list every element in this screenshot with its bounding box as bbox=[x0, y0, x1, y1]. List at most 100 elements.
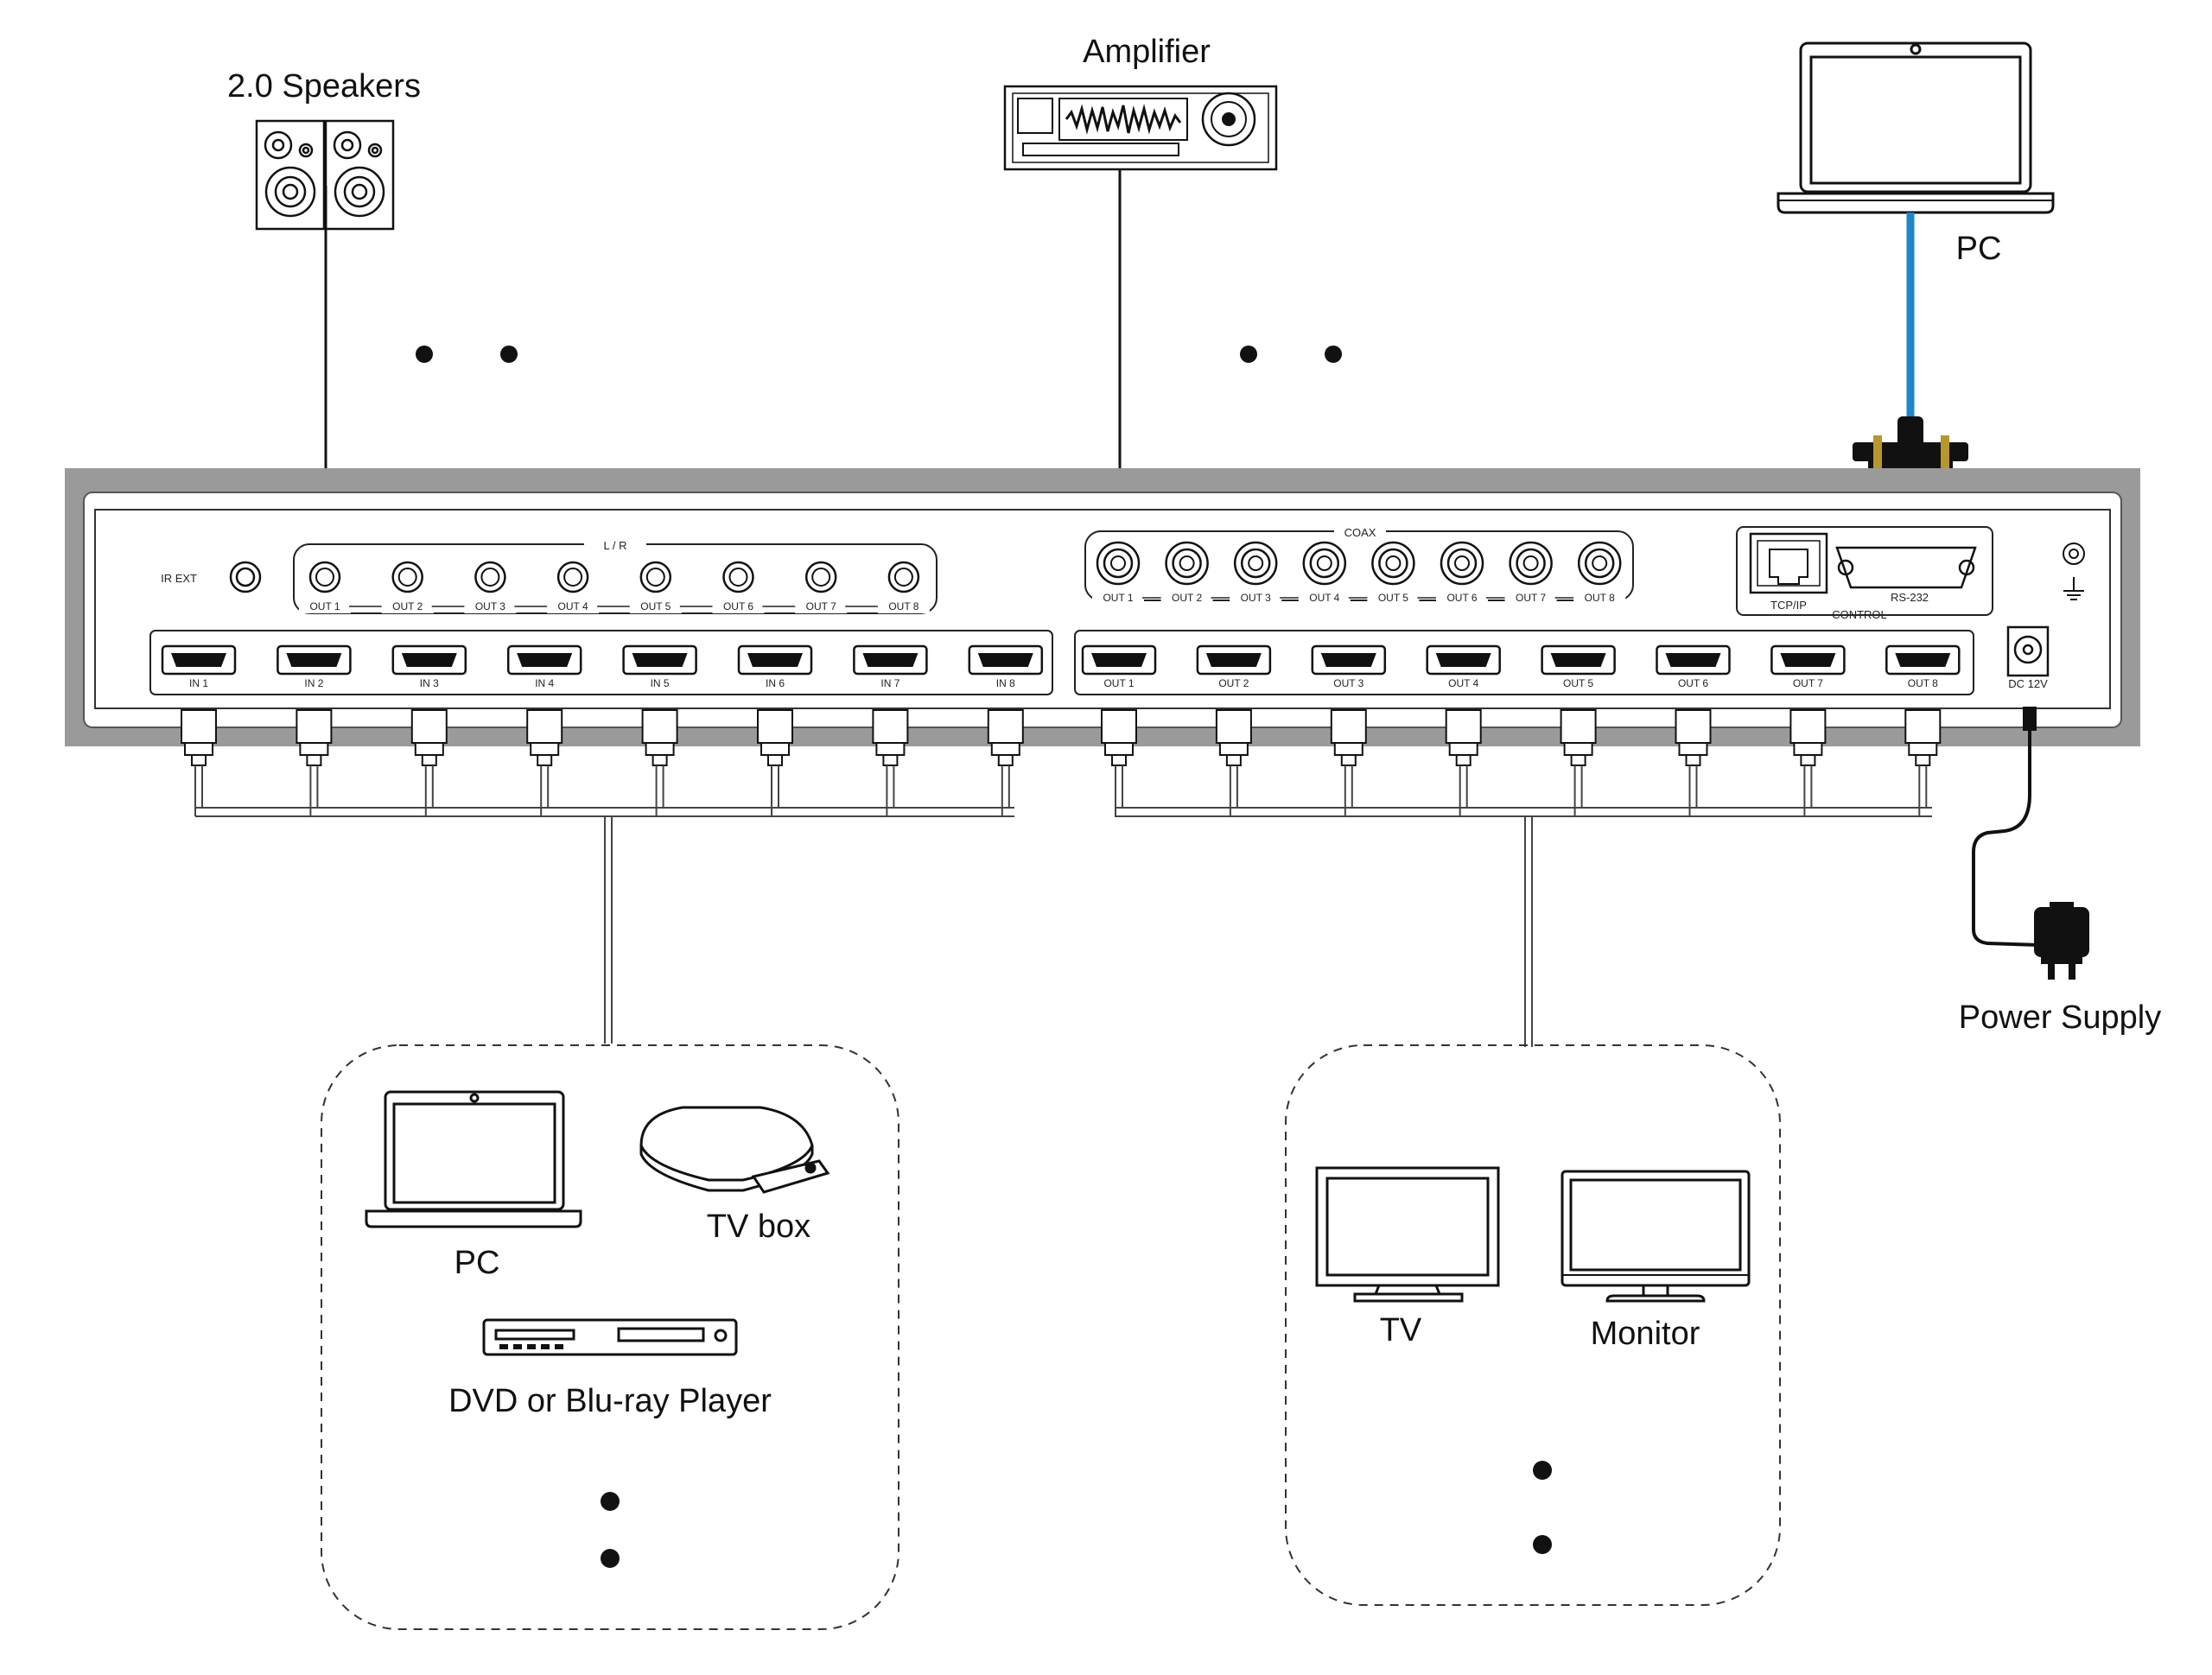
rs232-label: RS-232 bbox=[1891, 591, 1929, 604]
amplifier-icon bbox=[1003, 85, 1278, 171]
hdmi-input-port-label: IN 1 bbox=[189, 677, 208, 689]
hdmi-input-port-label: IN 5 bbox=[651, 677, 670, 689]
hdmi-output-port bbox=[1770, 644, 1846, 676]
lr-out-label: OUT 1 bbox=[309, 600, 340, 612]
control-label: CONTROL bbox=[1832, 608, 1887, 621]
hdmi-cable bbox=[1789, 709, 1827, 816]
dc-label: DC 12V bbox=[2008, 677, 2048, 690]
coax-out-label: OUT 5 bbox=[1378, 592, 1408, 604]
hdmi-output-port-label: OUT 4 bbox=[1448, 677, 1478, 689]
hdmi-input-port bbox=[737, 644, 813, 676]
monitor-icon bbox=[1560, 1170, 1751, 1303]
coax-group-label: COAX bbox=[1344, 526, 1376, 539]
lr-audio-port bbox=[804, 561, 837, 593]
hdmi-cable bbox=[1101, 709, 1137, 816]
tcpip-label: TCP/IP bbox=[1770, 599, 1807, 612]
hdmi-cable bbox=[1215, 709, 1252, 816]
hdmi-cable bbox=[1560, 709, 1597, 816]
lr-audio-port bbox=[474, 561, 506, 593]
coax-audio-port bbox=[1233, 541, 1278, 586]
hdmi-cable bbox=[1904, 709, 1942, 816]
lr-out-label: OUT 3 bbox=[475, 600, 505, 612]
lr-out-label: OUT 7 bbox=[806, 600, 836, 612]
ground-screw-icon bbox=[2063, 542, 2085, 565]
source-pc-label: PC bbox=[454, 1245, 500, 1281]
power-supply-label: Power Supply bbox=[1959, 999, 2161, 1036]
tcpip-port bbox=[1749, 532, 1828, 594]
coax-audio-port bbox=[1165, 541, 1209, 586]
coax-audio-port bbox=[1577, 541, 1622, 586]
player-label: DVD or Blu-ray Player bbox=[448, 1383, 772, 1419]
hdmi-output-port bbox=[1426, 644, 1501, 676]
hdmi-input-port-label: IN 2 bbox=[304, 677, 323, 689]
hdmi-input-port-label: IN 3 bbox=[420, 677, 439, 689]
hdmi-output-port-label: OUT 3 bbox=[1333, 677, 1363, 689]
lr-group-label: L / R bbox=[604, 539, 627, 552]
lr-audio-port bbox=[556, 561, 589, 593]
hdmi-cable bbox=[526, 709, 563, 816]
power-cable-plug bbox=[2023, 707, 2037, 731]
power-cable bbox=[1972, 726, 2040, 947]
coax-audio-port bbox=[1096, 541, 1141, 586]
displays-group bbox=[1285, 1044, 1781, 1606]
lr-out-label: OUT 6 bbox=[723, 600, 753, 612]
hdmi-input-port-label: IN 6 bbox=[766, 677, 785, 689]
source-pc-laptop-icon bbox=[365, 1090, 582, 1228]
coax-out-label: OUT 1 bbox=[1103, 592, 1133, 604]
hdmi-cable bbox=[1445, 709, 1482, 816]
ir-ext-label: IR EXT bbox=[161, 572, 197, 585]
coax-audio-port bbox=[1302, 541, 1347, 586]
hdmi-input-group bbox=[149, 630, 1053, 695]
ir-ext-port bbox=[229, 561, 262, 593]
lr-out-label: OUT 5 bbox=[640, 600, 671, 612]
more-displays-dots bbox=[1533, 1461, 1552, 1554]
coax-audio-port bbox=[1509, 541, 1553, 586]
hdmi-input-port bbox=[853, 644, 928, 676]
hdmi-output-port-label: OUT 1 bbox=[1103, 677, 1134, 689]
hdmi-cable bbox=[757, 709, 793, 816]
lr-audio-port bbox=[722, 561, 754, 593]
hdmi-cable bbox=[872, 709, 909, 816]
rs232-port bbox=[1835, 546, 1977, 589]
lr-audio-port bbox=[391, 561, 423, 593]
hdmi-cable bbox=[641, 709, 678, 816]
hdmi-cable bbox=[410, 709, 448, 816]
tv-label: TV bbox=[1380, 1312, 1422, 1348]
hdmi-output-cable-bundle bbox=[1115, 807, 1932, 1047]
sources-group bbox=[321, 1044, 899, 1630]
amplifier-label: Amplifier bbox=[1083, 34, 1211, 70]
hdmi-input-port bbox=[391, 644, 467, 676]
tv-box-label: TV box bbox=[707, 1209, 810, 1245]
hdmi-cable bbox=[181, 709, 217, 816]
hdmi-output-port bbox=[1311, 644, 1387, 676]
hdmi-output-port-label: OUT 8 bbox=[1908, 677, 1938, 689]
tv-box-icon bbox=[639, 1106, 830, 1194]
lr-out-label: OUT 8 bbox=[888, 600, 918, 612]
hdmi-input-port bbox=[276, 644, 352, 676]
hdmi-input-port-label: IN 7 bbox=[880, 677, 899, 689]
hdmi-cable bbox=[296, 709, 333, 816]
control-group bbox=[1736, 526, 1993, 616]
hdmi-output-group bbox=[1074, 630, 1974, 695]
dc-power-jack bbox=[2006, 625, 2050, 677]
hdmi-input-port bbox=[161, 644, 237, 676]
hdmi-output-port bbox=[1541, 644, 1616, 676]
control-pc-label: PC bbox=[1956, 231, 2002, 267]
coax-out-label: OUT 3 bbox=[1241, 592, 1271, 604]
hdmi-input-port bbox=[506, 644, 582, 676]
lr-audio-port bbox=[308, 561, 341, 593]
power-adapter-icon bbox=[2034, 902, 2089, 980]
lr-audio-port bbox=[639, 561, 672, 593]
hdmi-output-port bbox=[1081, 644, 1157, 676]
more-sources-dots bbox=[601, 1492, 620, 1568]
hdmi-input-port bbox=[968, 644, 1044, 676]
lr-out-label: OUT 2 bbox=[392, 600, 423, 612]
hdmi-cable bbox=[1675, 709, 1712, 816]
lr-audio-port bbox=[887, 561, 920, 593]
coax-out-label: OUT 2 bbox=[1172, 592, 1202, 604]
control-pc-laptop-icon bbox=[1777, 41, 2055, 214]
hdmi-output-port-label: OUT 7 bbox=[1793, 677, 1823, 689]
hdmi-input-port bbox=[622, 644, 697, 676]
coax-out-label: OUT 4 bbox=[1309, 592, 1339, 604]
